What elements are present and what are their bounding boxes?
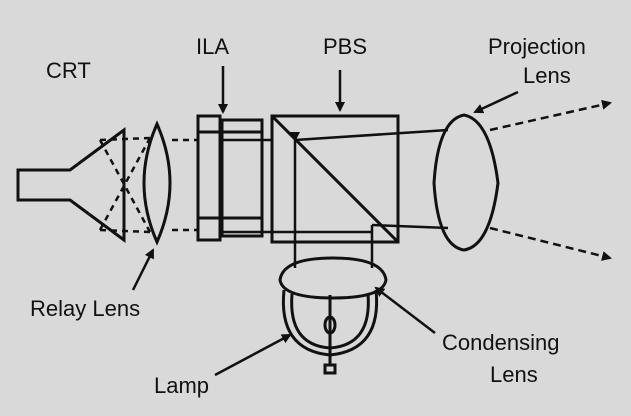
- condensing-lens-shape: [278, 256, 388, 300]
- crt-shape: [16, 127, 126, 243]
- projection-lens-shape: [432, 113, 500, 252]
- label-ila: ILA: [196, 34, 230, 59]
- relay-ila-rays: [172, 138, 198, 232]
- label-crt: CRT: [46, 58, 91, 83]
- label-condensing-lens-line2: Lens: [490, 362, 538, 387]
- light-paths: [222, 128, 449, 268]
- ila-shape: [196, 114, 264, 242]
- label-condensing-lens-line1: Condensing: [442, 330, 560, 355]
- label-relay-lens: Relay Lens: [30, 296, 141, 321]
- label-pbs: PBS: [323, 34, 368, 59]
- output-rays: [489, 99, 612, 261]
- label-lamp: Lamp: [154, 373, 210, 398]
- relay-lens-shape: [142, 120, 172, 246]
- leader-lines: [131, 66, 519, 377]
- lamp-shape: [281, 289, 379, 375]
- label-projection-lens-line1: Projection: [488, 34, 586, 59]
- label-projection-lens-line2: Lens: [523, 63, 571, 88]
- crt-relay-rays: [98, 136, 152, 234]
